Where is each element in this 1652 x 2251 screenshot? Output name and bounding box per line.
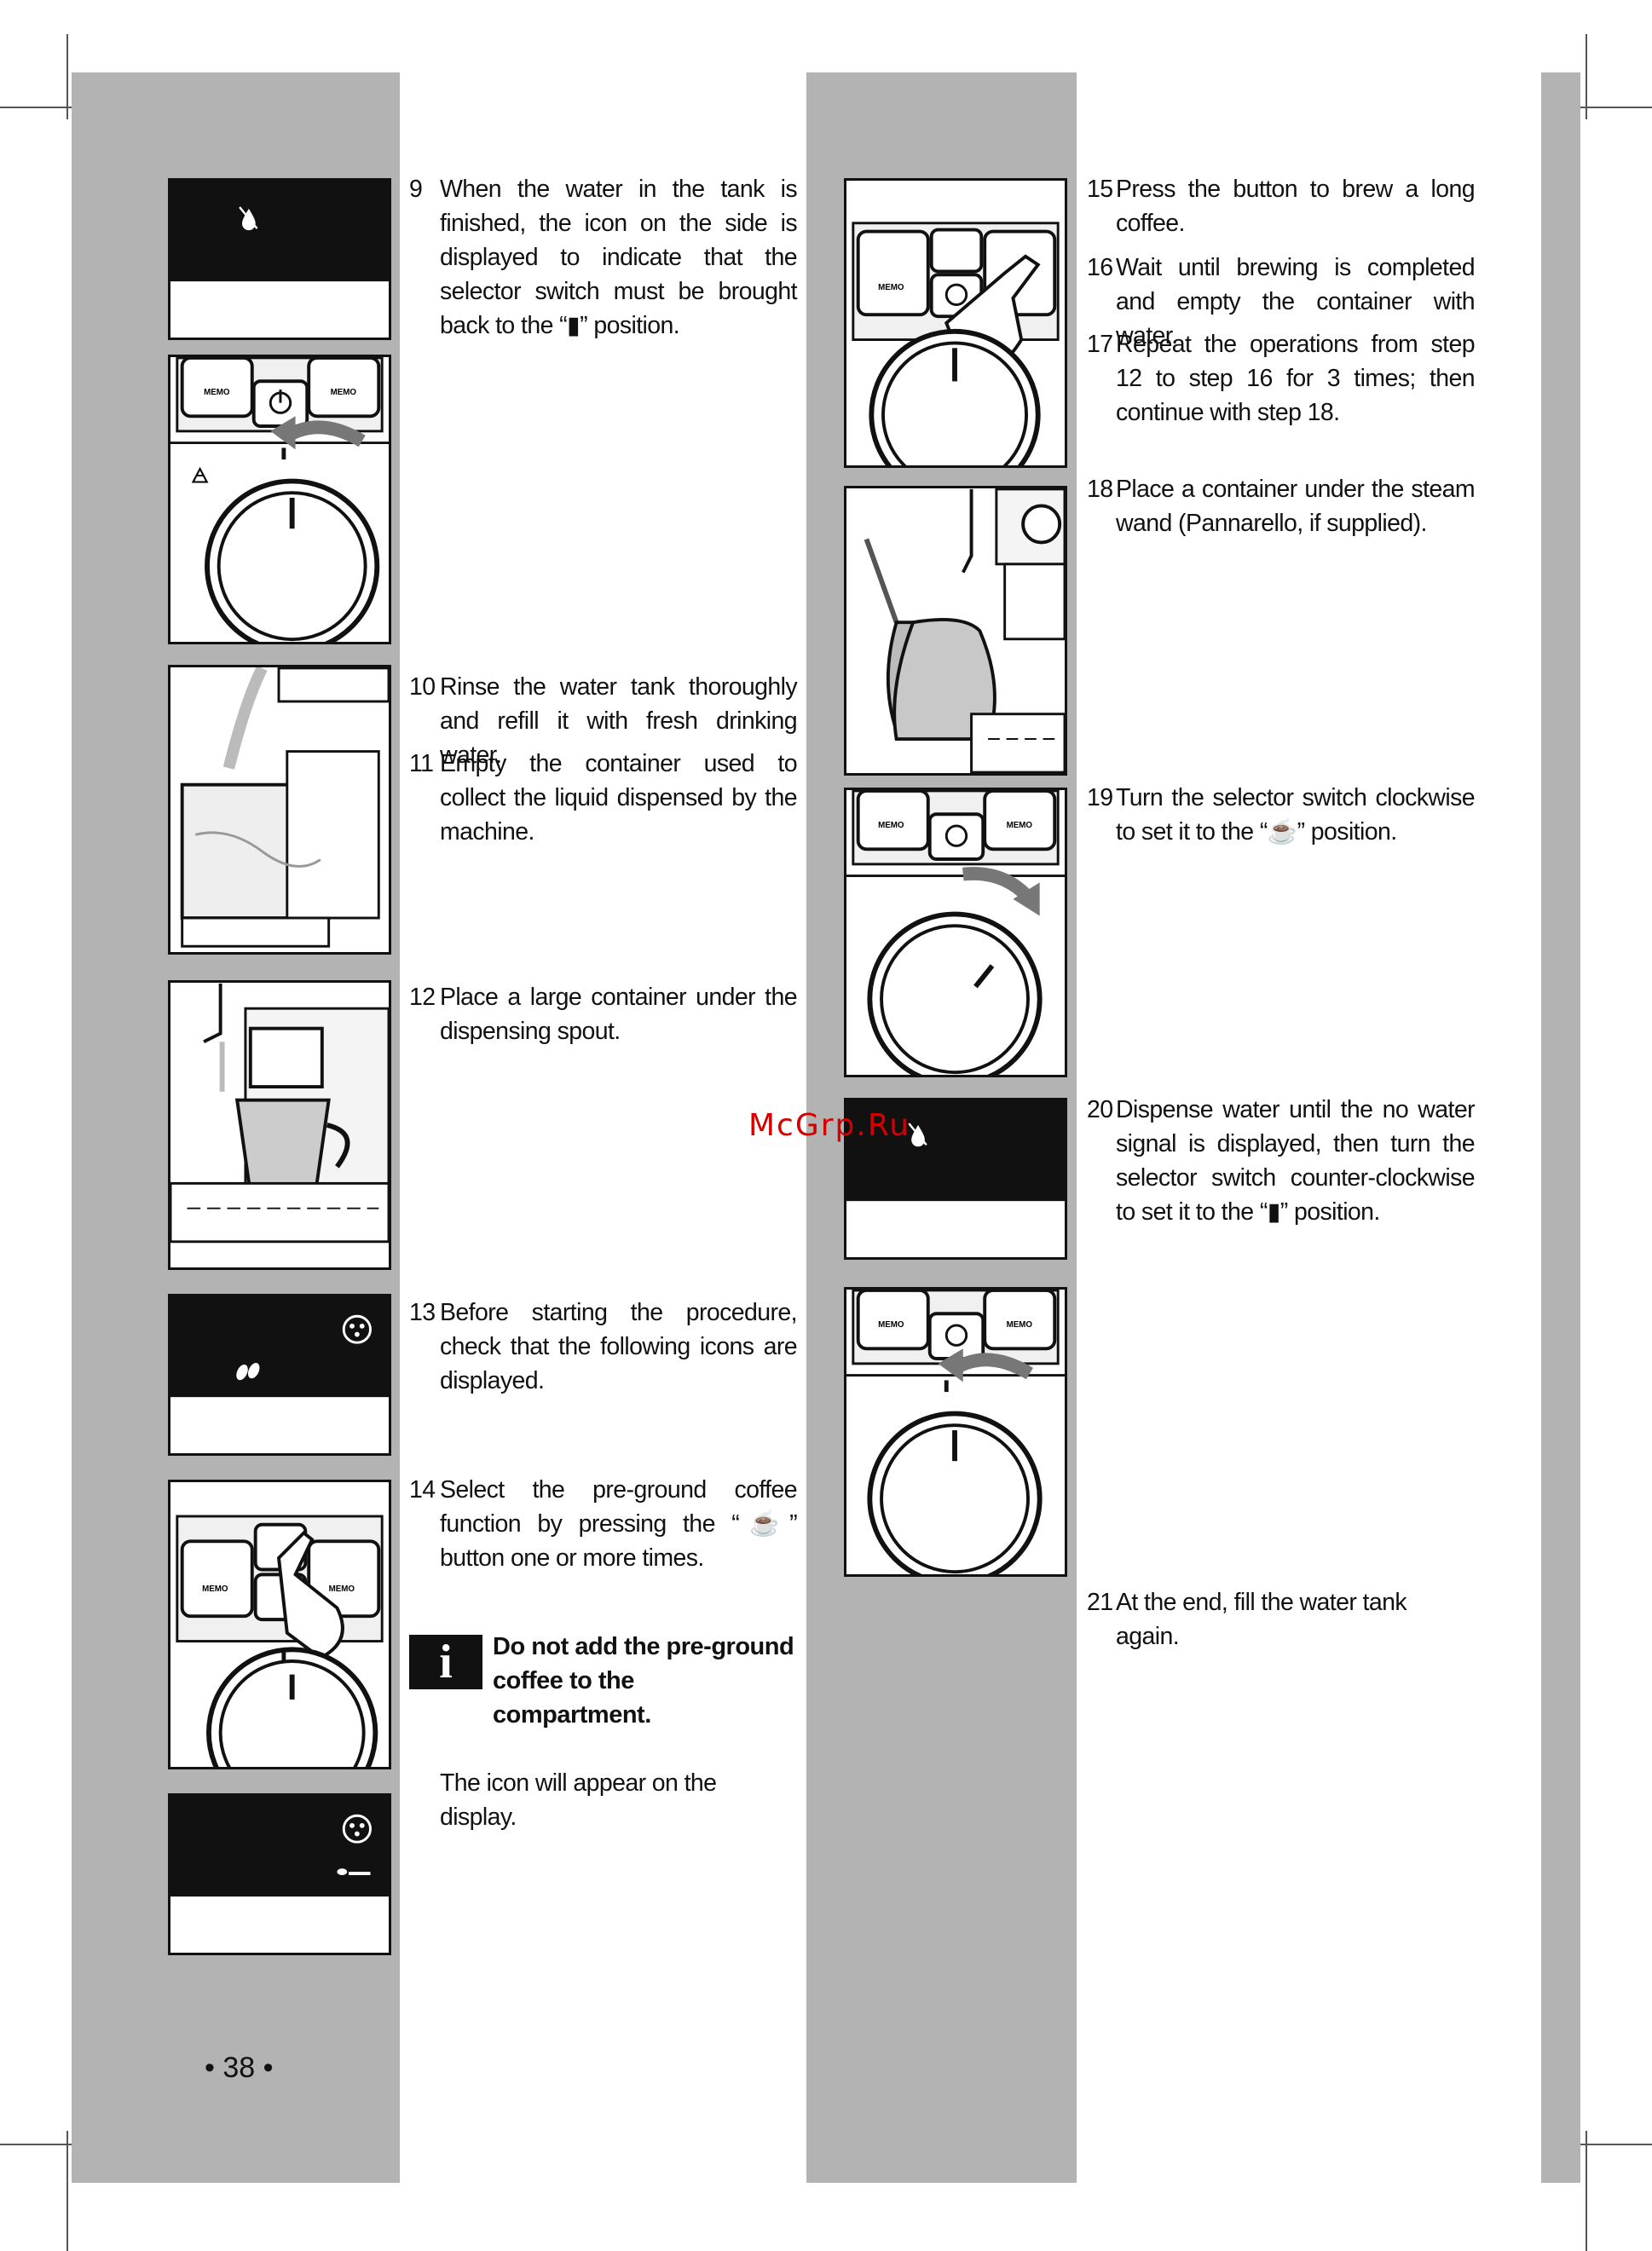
svg-text:MEMO: MEMO <box>331 388 357 397</box>
step-9-text: When the water in the tank is finished, … <box>440 176 798 339</box>
step-15-text: Press the button to brew a long coffee. <box>1116 176 1476 237</box>
cup-under-spout-figure <box>168 980 391 1270</box>
svg-text:MEMO: MEMO <box>1007 821 1033 830</box>
pre-ground-icon <box>337 1868 371 1875</box>
steam-wand-figure <box>844 486 1067 776</box>
crop-mark <box>1586 2131 1587 2251</box>
svg-text:MEMO: MEMO <box>878 1320 904 1330</box>
step-14-text: Select the pre-ground coffee function by… <box>440 1476 798 1572</box>
step-21: 21 At the end, fill the water tank again… <box>1087 1585 1475 1654</box>
coffee-bean-icon <box>236 1363 260 1381</box>
step-9: 9 When the water in the tank is finished… <box>409 172 798 343</box>
step-13: 13 Before starting the procedure, check … <box>409 1296 798 1398</box>
crop-mark <box>1567 107 1652 108</box>
svg-text:MEMO: MEMO <box>878 283 904 292</box>
step-13-text: Before starting the procedure, check tha… <box>440 1299 798 1394</box>
step-19-text: Turn the selector switch clockwise to se… <box>1116 784 1476 846</box>
icon-appears-text: The icon will appear on the display. <box>440 1769 717 1831</box>
display-no-water-figure-2 <box>844 1098 1067 1260</box>
step-17: 17 Repeat the operations from step 12 to… <box>1087 327 1476 430</box>
step-12: 12 Place a large container under the dis… <box>409 980 798 1048</box>
right-grey-band <box>1541 72 1580 2183</box>
step-11-text: Empty the container used to collect the … <box>440 750 798 846</box>
svg-text:MEMO: MEMO <box>878 821 904 830</box>
step-20: 20 Dispense water until the no water sig… <box>1087 1093 1476 1229</box>
step-17-text: Repeat the operations from step 12 to st… <box>1116 331 1476 426</box>
page-number: • 38 • <box>205 2052 274 2084</box>
display-no-water-figure <box>168 178 391 340</box>
step-20-text: Dispense water until the no water signal… <box>1116 1096 1476 1226</box>
control-panel-figure-1: MEMO MEMO 🜁 <box>168 355 391 644</box>
crop-mark <box>1567 2144 1652 2145</box>
no-water-icon <box>239 206 258 231</box>
crop-mark <box>66 2131 68 2251</box>
svg-text:MEMO: MEMO <box>329 1584 355 1594</box>
step-18: 18 Place a container under the steam wan… <box>1087 472 1476 540</box>
step-14: 14 Select the pre-ground coffee function… <box>409 1473 798 1575</box>
svg-text:MEMO: MEMO <box>1007 1320 1033 1330</box>
watermark: McGrp.Ru <box>748 1108 911 1143</box>
svg-text:🜁: 🜁 <box>190 464 209 488</box>
svg-text:MEMO: MEMO <box>204 388 230 397</box>
step-15: 15 Press the button to brew a long coffe… <box>1087 172 1476 240</box>
step-16: 16 Wait until brewing is completed and e… <box>1087 251 1476 353</box>
display-pre-ground-figure <box>168 1793 391 1955</box>
no-water-icon <box>908 1123 927 1147</box>
step-19: 19 Turn the selector switch clockwise to… <box>1087 781 1476 849</box>
crop-mark <box>0 2144 90 2145</box>
control-panel-clockwise-figure: MEMO MEMO <box>844 788 1067 1077</box>
descale-icon <box>342 1814 372 1844</box>
note-text: Do not add the pre-ground coffee to the … <box>493 1633 794 1729</box>
step-18-text: Place a container under the steam wand (… <box>1116 476 1476 537</box>
long-coffee-button-figure: MEMO <box>844 178 1067 468</box>
control-panel-counter-clockwise-figure: MEMO MEMO <box>844 1287 1067 1577</box>
info-icon: i <box>409 1635 482 1689</box>
step-12-text: Place a large container under the dispen… <box>440 984 798 1045</box>
step-10: 10 Rinse the water tank thoroughly and r… <box>409 670 798 772</box>
step-11: 11 Empty the container used to collect t… <box>409 747 798 849</box>
pre-ground-button-figure: MEMO MEMO <box>168 1480 391 1769</box>
water-tank-figure <box>168 665 391 955</box>
step-21-text: At the end, fill the water tank again. <box>1116 1589 1407 1650</box>
descale-icon <box>342 1314 372 1344</box>
crop-mark <box>66 34 68 119</box>
step-16-text: Wait until brewing is completed and empt… <box>1116 254 1476 349</box>
step-10-text: Rinse the water tank thoroughly and refi… <box>440 673 798 769</box>
svg-text:MEMO: MEMO <box>202 1584 228 1594</box>
crop-mark <box>0 107 90 108</box>
display-icons-figure <box>168 1294 391 1456</box>
crop-mark <box>1586 34 1587 119</box>
